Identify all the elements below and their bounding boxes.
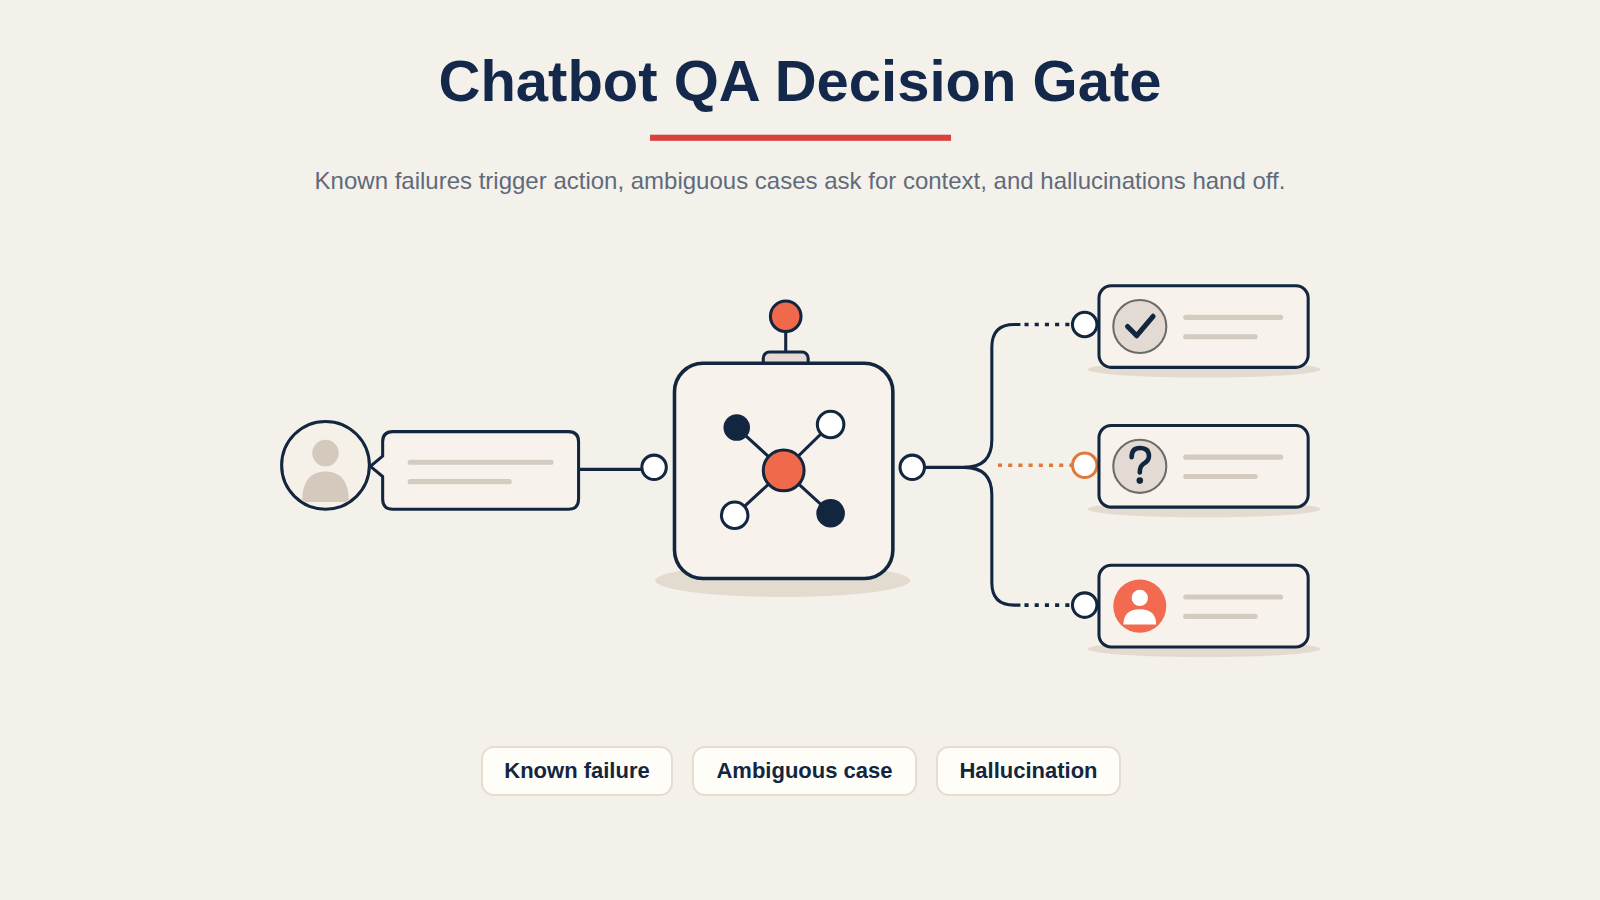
placeholder-line: [1186, 594, 1281, 599]
placeholder-line: [1186, 315, 1281, 320]
avatar-body: [302, 471, 349, 502]
antenna-ball: [770, 301, 801, 332]
outcome-card: [1099, 565, 1308, 647]
port-circle: [1072, 593, 1096, 617]
network-node: [723, 414, 750, 441]
outcome-card: [1099, 286, 1308, 368]
question-mark: [1132, 448, 1149, 472]
category-pill: Known failure: [481, 746, 673, 796]
port-circle: [642, 455, 666, 479]
question-dot: [1137, 477, 1144, 484]
placeholder-line: [1186, 334, 1255, 339]
check-mark: [1128, 316, 1154, 335]
placeholder-line: [1186, 614, 1255, 619]
check-icon: [1113, 300, 1166, 353]
network-node: [816, 499, 845, 528]
question-icon: [1113, 440, 1166, 493]
agent-body: [1123, 609, 1156, 624]
agent-head: [1132, 590, 1148, 606]
diagram-caption: Known failures trigger action, ambiguous…: [0, 166, 1600, 196]
port-circle: [1072, 453, 1096, 477]
speech-bubble: [370, 432, 578, 510]
network-node: [817, 411, 844, 438]
category-pill: Ambiguous case: [692, 746, 917, 796]
avatar-circle: [282, 421, 370, 509]
network-links: [735, 424, 831, 515]
category-pill: Hallucination: [936, 746, 1121, 796]
network-node: [721, 502, 748, 529]
network-hub: [763, 450, 804, 491]
bot-body: [674, 363, 892, 578]
outcome-card: [1099, 426, 1308, 508]
user-avatar: [282, 421, 370, 509]
port-circle: [1072, 312, 1096, 336]
handoff-icon: [1113, 580, 1166, 633]
wire: [579, 468, 642, 471]
pill-label: Ambiguous case: [716, 758, 892, 784]
avatar-head: [312, 440, 339, 467]
branch-wire: [964, 467, 1020, 605]
dotted-wire: [1024, 603, 1071, 607]
pill-label: Known failure: [504, 758, 649, 784]
diagram-title: Chatbot QA Decision Gate: [0, 46, 1600, 116]
port-circle: [900, 455, 924, 479]
placeholder-line: [1186, 455, 1281, 460]
placeholder-line: [1186, 474, 1255, 479]
placeholder-line: [410, 460, 551, 465]
title-underline: [650, 135, 951, 141]
dotted-wire: [998, 464, 1071, 468]
placeholder-line: [410, 479, 509, 484]
dotted-wire: [1024, 323, 1071, 327]
pill-label: Hallucination: [959, 758, 1097, 784]
branch-wire: [924, 324, 1020, 467]
